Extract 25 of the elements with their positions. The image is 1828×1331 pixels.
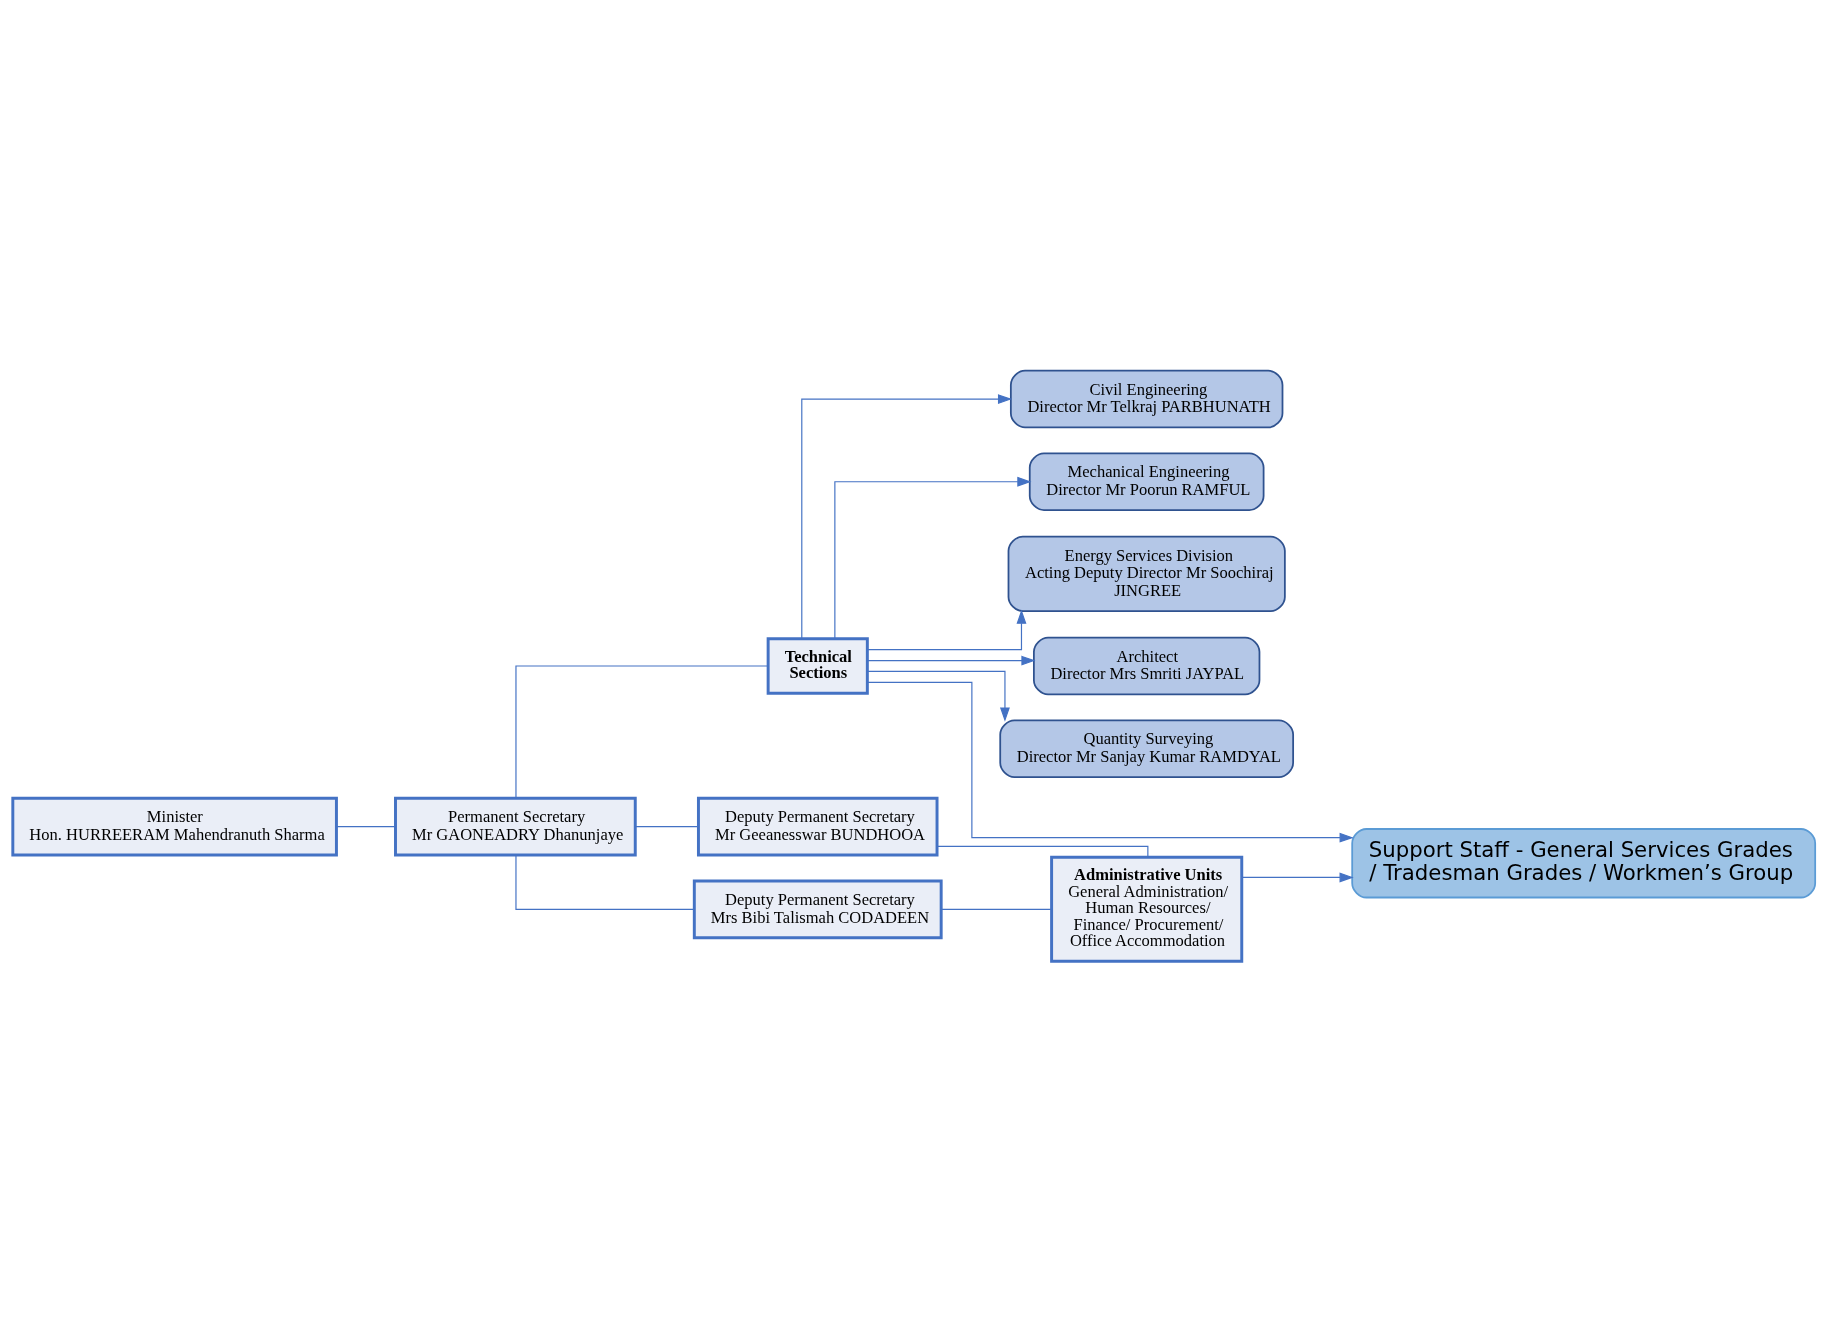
connector [936,845,1149,858]
node-box: Support Staff - General Services Grades / Tradesman Grades / Workmen’s Group [1351,827,1817,898]
node-box: Deputy Permanent Secretary Mr Geeanesswar BUNDHOOA [696,796,939,856]
node-box: Architect Director Mrs Smriti JAYPAL [1033,636,1261,695]
node-box: Permanent Secretary Mr GAONEADRY Dhanunjaye [394,796,637,856]
node-box: Energy Services Division Acting Deputy Director Mr Soochiraj JINGREE [1007,535,1286,612]
connector [515,854,695,910]
arrow [834,476,1032,639]
node-box: Deputy Permanent Secretary Mrs Bibi Talismah CODADEEN [692,879,943,939]
connector [335,825,396,827]
arrow [1241,871,1354,882]
node-box: Quantity Surveying Director Mr Sanjay Kumar RAMDYAL [999,718,1294,778]
arrow [801,393,1013,639]
arrow [866,670,1010,722]
arrow [866,681,1354,843]
arrow [867,655,1036,666]
node-box: Minister Hon. HURREERAM Mahendranuth Sharma [11,796,338,856]
node-box: Administrative Units General Administration/ Human Resources/ Finance/ Procurement/ Office Accommodation [1050,855,1244,963]
node-box: Civil Engineering Director Mr Telkraj PARBHUNATH [1009,369,1284,428]
node-box: Technical Sections [766,636,869,695]
arrow [867,609,1027,650]
node-box: Mechanical Engineering Director Mr Poorun RAMFUL [1028,452,1265,511]
connector [634,825,700,827]
connector [515,664,769,799]
connector [941,908,1052,910]
